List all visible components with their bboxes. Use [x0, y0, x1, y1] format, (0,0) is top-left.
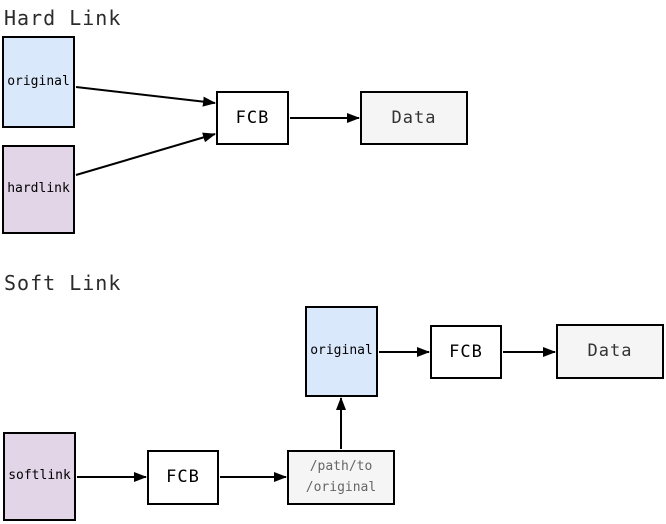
soft-link-original-label: original: [310, 343, 373, 359]
hard-link-data-node: Data: [360, 91, 468, 145]
soft-link-data-label: Data: [587, 341, 633, 362]
hard-link-section-title: Hard Link: [4, 6, 122, 30]
hard-link-original-node: original: [2, 36, 75, 128]
soft-link-softlink-label: softlink: [8, 468, 71, 484]
soft-link-original-node: original: [305, 306, 378, 397]
hard-link-fcb-node: FCB: [216, 91, 289, 145]
soft-link-fcb-original-node: FCB: [430, 325, 502, 379]
soft-link-fcb-link-label: FCB: [166, 467, 200, 488]
soft-link-data-node: Data: [556, 324, 664, 379]
soft-link-section-title: Soft Link: [4, 271, 122, 295]
soft-link-path-line1: /path/to: [309, 458, 373, 474]
edge-hard-original-to-fcb: [75, 86, 216, 107]
soft-link-fcb-link-node: FCB: [147, 450, 219, 505]
soft-link-softlink-node: softlink: [3, 432, 76, 521]
soft-link-path-node: /path/to /original: [287, 450, 395, 505]
hard-link-hardlink-node: hardlink: [2, 145, 75, 234]
hard-link-fcb-label: FCB: [235, 107, 270, 128]
hard-link-hardlink-label: hardlink: [7, 181, 70, 197]
hard-link-data-label: Data: [391, 107, 437, 128]
soft-link-fcb-original-label: FCB: [449, 341, 483, 362]
hard-link-original-label: original: [7, 73, 70, 89]
edge-hard-hardlink-to-fcb: [75, 132, 216, 176]
soft-link-path-line2: /original: [305, 479, 377, 495]
